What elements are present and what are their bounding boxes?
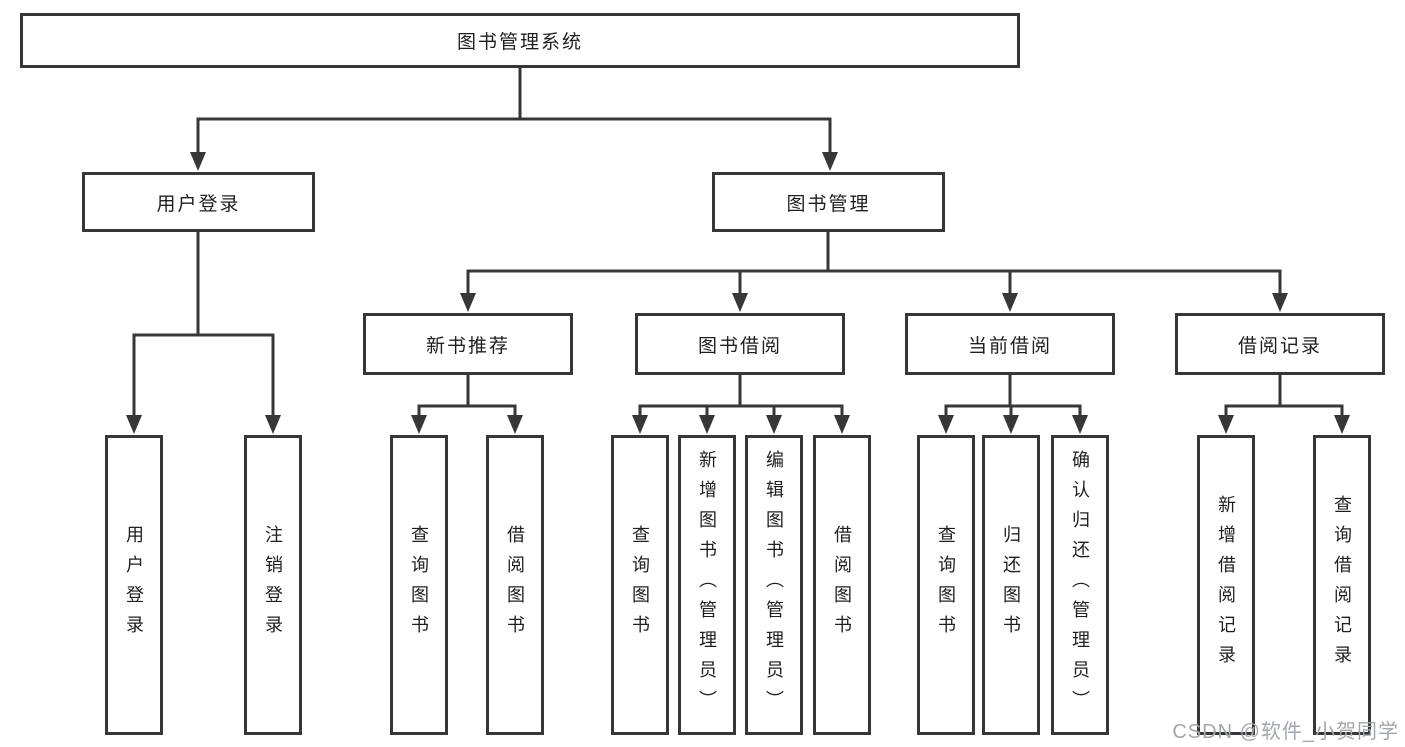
leaf-cb-query-books-label: 查询图书 xyxy=(936,525,956,645)
node-book-borrow-label: 图书借阅 xyxy=(697,335,782,357)
leaf-nbr-borrow-books: 借阅图书 xyxy=(486,435,544,735)
leaf-cb-confirm-return-admin: 确认归还（管理员） xyxy=(1051,435,1109,735)
node-new-book-recommend-label: 新书推荐 xyxy=(425,335,510,357)
leaf-cb-confirm-return-admin-label: 确认归还（管理员） xyxy=(1070,450,1090,720)
connector-root-to-level2 xyxy=(190,68,838,171)
node-user-login: 用户登录 xyxy=(82,172,315,232)
node-borrow-records: 借阅记录 xyxy=(1175,313,1385,375)
leaf-user-login: 用户登录 xyxy=(105,435,163,735)
node-current-borrow: 当前借阅 xyxy=(905,313,1115,375)
node-current-borrow-label: 当前借阅 xyxy=(967,335,1052,357)
leaf-cb-return-books-label: 归还图书 xyxy=(1001,525,1021,645)
leaf-logout-login: 注销登录 xyxy=(244,435,302,735)
node-new-book-recommend: 新书推荐 xyxy=(363,313,573,375)
connector-user-login-to-leaves xyxy=(126,232,281,434)
leaf-bb-query-books-label: 查询图书 xyxy=(630,525,650,645)
leaf-cb-return-books: 归还图书 xyxy=(982,435,1040,735)
leaf-br-query-record: 查询借阅记录 xyxy=(1313,435,1371,735)
leaf-user-login-label: 用户登录 xyxy=(124,525,144,645)
leaf-bb-add-books-admin-label: 新增图书（管理员） xyxy=(697,450,717,720)
connector-book-mgmt-to-level3 xyxy=(460,232,1288,312)
leaf-br-query-record-label: 查询借阅记录 xyxy=(1332,495,1352,675)
leaf-bb-query-books: 查询图书 xyxy=(611,435,669,735)
leaf-bb-add-books-admin: 新增图书（管理员） xyxy=(678,435,736,735)
leaf-br-add-record-label: 新增借阅记录 xyxy=(1216,495,1236,675)
leaf-nbr-borrow-books-label: 借阅图书 xyxy=(505,525,525,645)
node-user-login-label: 用户登录 xyxy=(156,193,241,215)
leaf-logout-login-label: 注销登录 xyxy=(263,525,283,645)
connector-borrow-records-to-leaves xyxy=(1218,375,1350,434)
leaf-nbr-query-books: 查询图书 xyxy=(390,435,448,735)
connector-current-borrow-to-leaves xyxy=(938,375,1088,434)
connector-new-book-rec-to-leaves xyxy=(411,375,523,434)
leaf-bb-borrow-books: 借阅图书 xyxy=(813,435,871,735)
node-book-borrow: 图书借阅 xyxy=(635,313,845,375)
node-book-mgmt-label: 图书管理 xyxy=(786,193,871,215)
node-root: 图书管理系统 xyxy=(20,13,1020,68)
node-root-label: 图书管理系统 xyxy=(456,32,583,53)
leaf-br-add-record: 新增借阅记录 xyxy=(1197,435,1255,735)
leaf-nbr-query-books-label: 查询图书 xyxy=(409,525,429,645)
node-borrow-records-label: 借阅记录 xyxy=(1237,335,1322,357)
node-book-mgmt: 图书管理 xyxy=(712,172,945,232)
connector-book-borrow-to-leaves xyxy=(632,375,850,434)
leaf-bb-borrow-books-label: 借阅图书 xyxy=(832,525,852,645)
csdn-watermark: CSDN @软件_小贺同学 xyxy=(1172,721,1399,743)
leaf-cb-query-books: 查询图书 xyxy=(917,435,975,735)
leaf-bb-edit-books-admin: 编辑图书（管理员） xyxy=(745,435,803,735)
leaf-bb-edit-books-admin-label: 编辑图书（管理员） xyxy=(764,450,784,720)
